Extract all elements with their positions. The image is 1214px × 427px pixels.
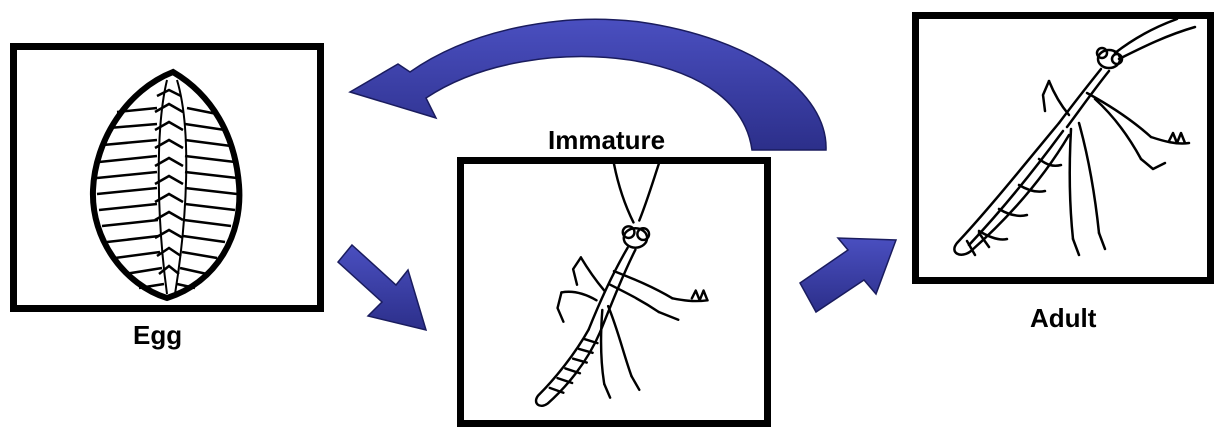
immature-to-adult-arrow <box>800 238 896 312</box>
egg-to-immature-arrow <box>338 245 426 330</box>
adult-to-egg-return-arrow <box>350 19 826 150</box>
